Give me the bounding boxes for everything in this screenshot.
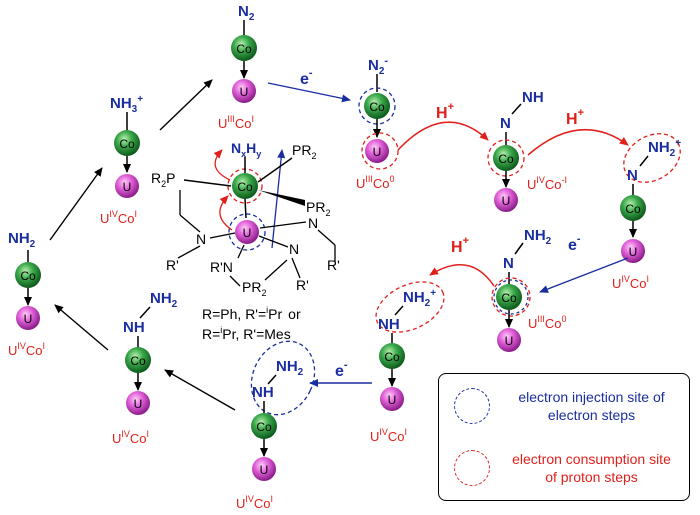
svg-text:U: U — [505, 334, 514, 348]
u-atom — [232, 79, 256, 103]
svg-text:U: U — [123, 180, 132, 194]
oxidation-label: UIVCoI — [100, 209, 137, 226]
svg-text:NH2+: NH2+ — [648, 138, 681, 159]
oxidation-label: UIIICoI — [218, 114, 254, 131]
svg-text:UIVCoI: UIVCoI — [612, 274, 649, 291]
svg-text:PR2: PR2 — [242, 279, 266, 298]
species-uiv-coi-nhnh2: NH2 NH Co U UIVCoI — [112, 290, 178, 446]
svg-text:N: N — [627, 167, 638, 184]
svg-text:N: N — [196, 231, 206, 247]
svg-text:NH: NH — [522, 89, 544, 106]
svg-text:PR2: PR2 — [292, 142, 316, 161]
svg-text:UIIICo0: UIIICo0 — [528, 314, 567, 331]
complex-caption-line2: R=iPr, R'=Mes — [202, 325, 291, 342]
svg-text:R': R' — [166, 257, 179, 273]
svg-text:Co: Co — [369, 100, 385, 114]
svg-text:H+: H+ — [451, 235, 469, 256]
svg-text:U: U — [629, 245, 638, 259]
species-uiv-coi-nhnh2-plus: NH2+ NH Co U UIVCoI — [370, 281, 445, 444]
species-uiv-coi-nhnh2-electron-site: NH2 NH Co U UIVCoI — [236, 340, 316, 511]
proton-step-label: H+ — [436, 101, 454, 122]
svg-text:UIVCo-I: UIVCo-I — [527, 175, 567, 192]
svg-text:Co: Co — [501, 291, 517, 305]
electron-step-label: e- — [300, 67, 313, 88]
svg-text:UIIICo0: UIIICo0 — [356, 174, 395, 191]
svg-text:UIVCoI: UIVCoI — [236, 494, 273, 511]
proton-arrow — [429, 264, 495, 287]
svg-text:e-: e- — [335, 359, 348, 380]
electron-site-marker — [250, 340, 316, 416]
svg-text:Co: Co — [237, 180, 253, 194]
electron-legend-text: electron injection site of electron step… — [518, 389, 665, 423]
svg-text:e-: e- — [568, 233, 581, 254]
species-uiv-coi-nh3: NH3+ Co U UIVCoI — [100, 94, 143, 226]
svg-text:U: U — [260, 463, 269, 477]
proton-legend-marker — [454, 450, 490, 486]
arrow-step — [159, 79, 213, 131]
svg-text:NH: NH — [252, 384, 274, 401]
svg-text:U: U — [24, 312, 33, 326]
svg-text:R': R' — [327, 257, 340, 273]
svg-text:H+: H+ — [566, 107, 584, 128]
arrow-step — [54, 304, 109, 351]
svg-text:N: N — [503, 255, 514, 272]
svg-text:U: U — [134, 397, 143, 411]
proton-arrow — [527, 128, 629, 156]
n2-label: N2 — [238, 3, 255, 23]
svg-text:UIVCoI: UIVCoI — [112, 429, 149, 446]
svg-text:Co: Co — [256, 420, 272, 434]
svg-text:Co: Co — [498, 152, 514, 166]
svg-text:PR2: PR2 — [306, 199, 330, 218]
svg-text:NH: NH — [123, 319, 145, 336]
species-uiii-co0-nnh2: NH2 N Co U UIIICo0 — [491, 227, 567, 352]
species-uiv-co-minus1-nnh: NH N Co U UIVCo-I — [487, 89, 567, 212]
svg-text:NH: NH — [378, 316, 400, 333]
svg-text:NxHy: NxHy — [231, 140, 261, 159]
co-atom — [231, 35, 257, 61]
svg-text:U: U — [373, 145, 382, 159]
proton-arrow — [397, 121, 489, 151]
svg-text:N: N — [308, 215, 318, 231]
nh2-label: NH2 — [8, 230, 36, 250]
svg-text:NH2+: NH2+ — [403, 288, 436, 309]
central-complex-structure: Co U NxHy R2P PR2 PR2 N R' N N R' R' — [151, 140, 340, 342]
nh3-label: NH3+ — [110, 94, 143, 115]
svg-text:U: U — [243, 226, 252, 240]
svg-text:R2P: R2P — [151, 170, 175, 189]
u-label: U — [240, 85, 249, 99]
svg-text:Co: Co — [119, 137, 135, 151]
species-uiii-co0-n2-minus: N2- Co U UIIICo0 — [356, 55, 399, 191]
electron-legend-marker — [454, 388, 490, 424]
svg-text:R'N: R'N — [210, 259, 233, 275]
species-uiv-coi-nh2: NH2 Co U UIVCoI — [8, 230, 45, 358]
svg-text:Co: Co — [384, 350, 400, 364]
svg-text:Co: Co — [625, 202, 641, 216]
svg-text:N2-: N2- — [368, 55, 388, 77]
svg-text:NH2: NH2 — [150, 290, 178, 310]
svg-text:N: N — [500, 115, 511, 132]
svg-text:U: U — [388, 393, 397, 407]
svg-text:Co: Co — [20, 269, 36, 283]
svg-text:U: U — [502, 194, 511, 208]
electron-arrow — [267, 82, 351, 103]
svg-text:Co: Co — [130, 354, 146, 368]
svg-text:NH2: NH2 — [524, 227, 552, 247]
svg-text:UIVCoI: UIVCoI — [8, 341, 45, 358]
svg-text:N: N — [289, 241, 299, 257]
legend: electron injection site of electron step… — [438, 373, 690, 501]
arrow-step — [49, 167, 103, 241]
svg-text:UIVCoI: UIVCoI — [370, 427, 407, 444]
proton-legend-text: electron consumption site of proton step… — [512, 451, 671, 485]
species-uiv-coi-nnh2-plus: NH2+ N Co U UIVCoI — [612, 133, 681, 291]
arrow-step — [164, 369, 236, 411]
species-uiii-coi-n2: N2 Co U UIIICoI — [218, 3, 257, 131]
co-label: Co — [236, 42, 252, 56]
svg-text:NH2: NH2 — [276, 358, 304, 378]
electron-arrow — [539, 257, 629, 293]
svg-text:R': R' — [296, 277, 309, 293]
